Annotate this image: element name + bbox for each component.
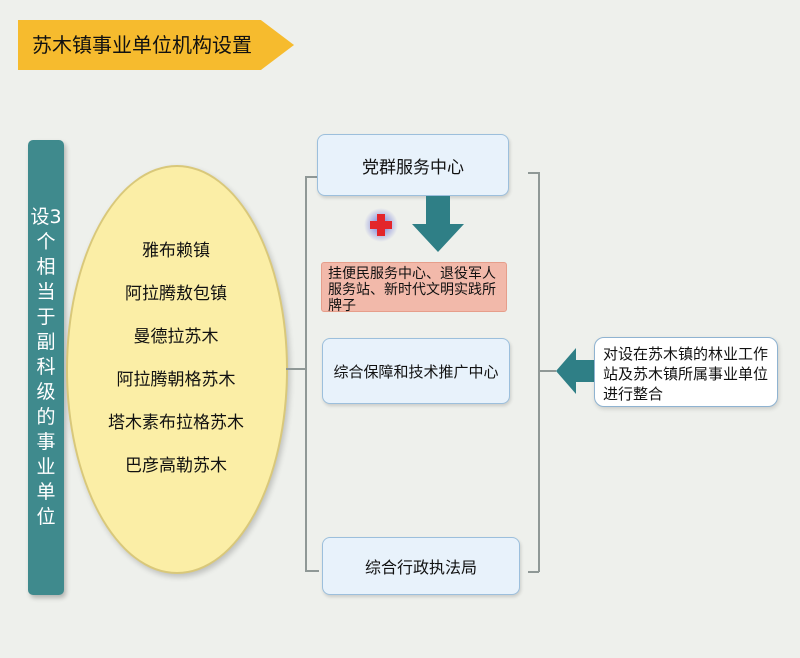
left-bracket-top	[305, 176, 317, 178]
connector-line	[286, 368, 306, 370]
left-arrow-icon	[556, 348, 596, 394]
town-item: 巴彦高勒苏木	[125, 456, 227, 476]
town-list: 雅布赖镇 阿拉腾敖包镇 曼德拉苏木 阿拉腾朝格苏木 塔木素布拉格苏木 巴彦高勒苏…	[66, 230, 286, 488]
left-label-text: 设3个相当于副科级的事业单位	[30, 206, 62, 528]
left-bracket	[305, 176, 307, 571]
right-bracket	[538, 172, 540, 572]
town-item: 雅布赖镇	[142, 241, 210, 261]
plus-note-box: 挂便民服务中心、退役军人服务站、新时代文明实践所牌子	[321, 262, 507, 314]
page-title: 苏木镇事业单位机构设置	[32, 33, 252, 57]
town-item: 阿拉腾朝格苏木	[116, 370, 236, 390]
right-bracket-top	[528, 172, 539, 174]
towns-ellipse	[66, 165, 288, 574]
left-label-bar	[28, 140, 64, 595]
right-bracket-connector	[538, 370, 556, 372]
title-banner	[18, 20, 294, 70]
right-bracket-bottom	[528, 571, 539, 573]
town-item: 阿拉腾敖包镇	[125, 284, 227, 304]
party-service-center-box: 党群服务中心	[317, 134, 509, 196]
law-bureau-box: 综合行政执法局	[322, 537, 520, 595]
down-arrow-icon	[412, 196, 464, 252]
integration-note-box: 对设在苏木镇的林业工作站及苏木镇所属事业单位进行整合	[594, 337, 778, 407]
plus-icon	[364, 208, 398, 242]
support-center-box: 综合保障和技术推广中心	[322, 338, 510, 404]
town-item: 曼德拉苏木	[133, 327, 219, 347]
left-bracket-bottom	[305, 570, 319, 572]
town-item: 塔木素布拉格苏木	[108, 413, 244, 433]
